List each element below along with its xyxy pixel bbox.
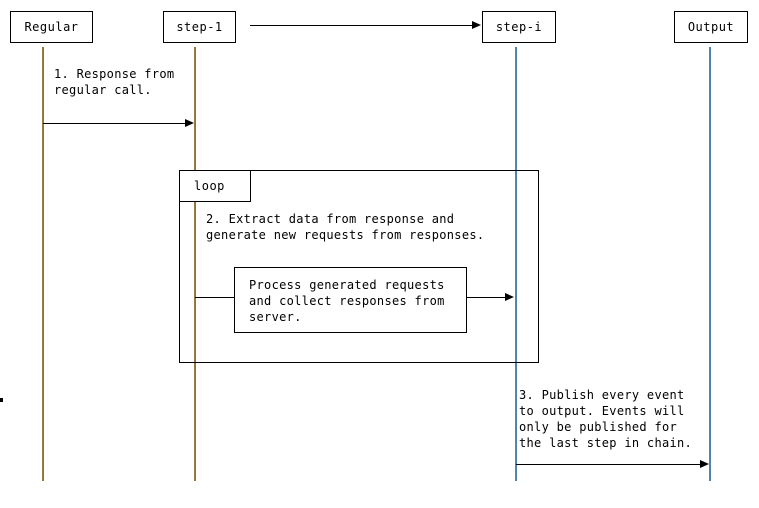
fragment-note-loop: 2. Extract data from response and genera… bbox=[206, 212, 485, 242]
message-label-publish-every-event: 3. Publish every event to output. Events… bbox=[519, 388, 693, 450]
fragment-operator-label-loop: loop bbox=[194, 179, 225, 193]
message-line-response-from-regular bbox=[43, 123, 187, 124]
fragment-operator-tab-loop: loop bbox=[180, 171, 251, 202]
lifeline-step-1 bbox=[194, 47, 196, 481]
participant-label-step-i: step-i bbox=[495, 20, 543, 34]
lifeline-regular bbox=[42, 47, 44, 481]
message-line-publish-every-event bbox=[516, 464, 702, 465]
message-arrowhead-process-generated-requests bbox=[505, 293, 514, 301]
participant-box-step-1[interactable]: step-1 bbox=[163, 11, 236, 43]
lifeline-output bbox=[709, 47, 711, 481]
message-arrowhead-publish-every-event bbox=[700, 460, 709, 468]
participant-label-step-1: step-1 bbox=[176, 20, 223, 34]
participant-label-output: Output bbox=[687, 20, 735, 34]
participant-box-regular[interactable]: Regular bbox=[10, 11, 93, 43]
message-note-process-generated-requests: Process generated requests and collect r… bbox=[234, 267, 467, 333]
participant-box-step-i[interactable]: step-i bbox=[482, 11, 556, 43]
lifeline-step-i bbox=[515, 47, 517, 481]
canvas-edge-tick bbox=[0, 398, 3, 402]
message-line-chain-link bbox=[250, 25, 474, 26]
message-arrowhead-response-from-regular bbox=[185, 119, 194, 127]
participant-label-regular: Regular bbox=[24, 20, 79, 34]
message-label-response-from-regular: 1. Response from regular call. bbox=[54, 67, 175, 97]
fragment-loop bbox=[179, 170, 539, 363]
message-arrowhead-chain-link bbox=[472, 21, 481, 29]
participant-box-output[interactable]: Output bbox=[674, 11, 748, 43]
